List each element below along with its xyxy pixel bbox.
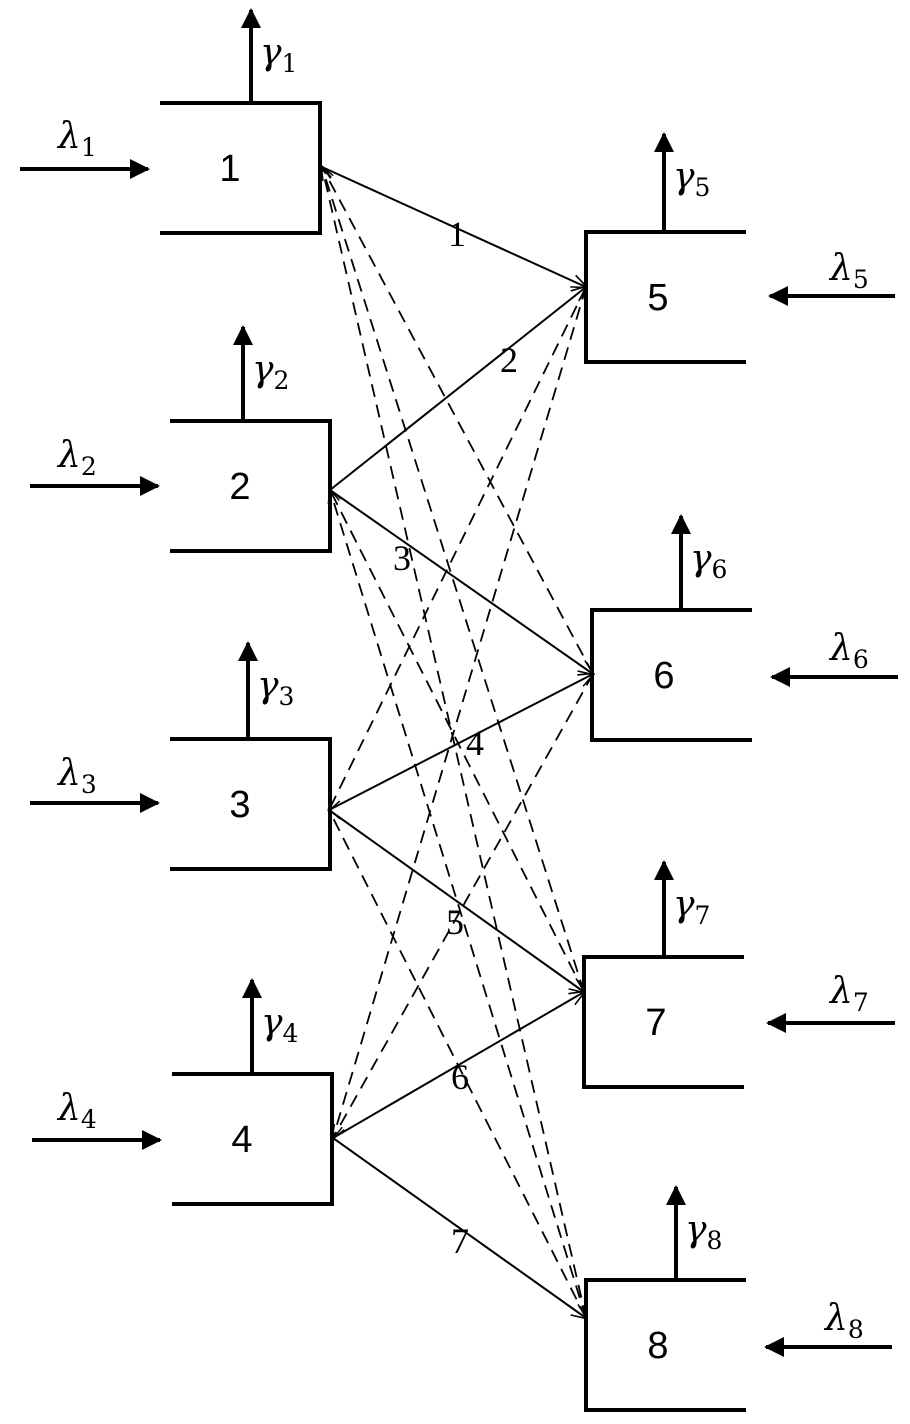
departure-rate-label: γ3 (257, 665, 294, 711)
gamma-symbol: γ (685, 1209, 707, 1250)
arrival-rate-label: λ7 (828, 971, 869, 1017)
lambda-index: 7 (853, 988, 869, 1017)
link-1-5 (321, 166, 586, 287)
gamma-symbol: γ (257, 665, 279, 706)
dashed-link-8-3 (329, 810, 587, 1319)
link-3-6 (328, 674, 593, 811)
node-label: 6 (653, 655, 674, 697)
lambda-index: 2 (81, 452, 97, 481)
gamma-index: 5 (695, 173, 711, 202)
gamma-symbol: γ (260, 32, 282, 73)
link-label: 5 (446, 902, 464, 942)
node-label: 2 (229, 466, 250, 508)
solid-links: 1 2 3 4 5 6 7 (321, 166, 593, 1318)
lambda-symbol: λ (56, 1088, 81, 1129)
arrival-rate-label: λ6 (828, 628, 869, 674)
node-box (160, 101, 322, 235)
node-box (584, 1278, 746, 1412)
arrival-rate-label: λ2 (56, 435, 97, 481)
gamma-symbol: γ (252, 349, 274, 390)
departure-rate-label: γ7 (673, 884, 710, 930)
dashed-links (322, 167, 594, 1319)
link-2-6 (329, 489, 593, 674)
departure-rate-label: γ8 (685, 1209, 722, 1255)
link-label: 1 (448, 214, 466, 254)
lambda-symbol: λ (56, 116, 81, 157)
node-label: 3 (229, 784, 250, 826)
dashed-link-8-1 (322, 167, 587, 1319)
gamma-index: 6 (712, 555, 728, 584)
dashed-link-7-2 (330, 490, 585, 993)
node-label: 8 (647, 1325, 668, 1367)
departure-rate-label: γ1 (260, 32, 297, 78)
node-label: 1 (219, 148, 240, 190)
gamma-symbol: γ (673, 156, 695, 197)
arrival-rate-label: λ3 (56, 753, 97, 799)
departure-rate-label: γ5 (673, 156, 710, 202)
gamma-index: 1 (282, 49, 298, 78)
node-label: 7 (645, 1002, 666, 1044)
gamma-index: 4 (283, 1019, 299, 1048)
lambda-index: 4 (81, 1105, 97, 1134)
link-4-8 (332, 1137, 586, 1318)
gamma-index: 8 (707, 1226, 723, 1255)
lambda-index: 3 (81, 770, 97, 799)
arrival-rate-label: λ8 (823, 1298, 864, 1344)
node-label: 5 (647, 277, 668, 319)
lambda-index: 8 (848, 1315, 864, 1344)
lambda-symbol: λ (56, 753, 81, 794)
gamma-index: 3 (279, 682, 295, 711)
link-2-5 (329, 287, 586, 491)
dashed-link-5-4 (333, 286, 587, 1138)
arrival-rate-label: λ1 (56, 116, 97, 162)
lambda-index: 1 (81, 133, 97, 162)
lambda-symbol: λ (56, 435, 81, 476)
link-label: 2 (500, 340, 518, 380)
link-label: 4 (466, 723, 484, 763)
departure-rate-label: γ2 (252, 349, 289, 395)
dashed-link-6-4 (333, 673, 594, 1138)
gamma-index: 2 (274, 366, 290, 395)
link-label: 6 (451, 1057, 469, 1097)
lambda-symbol: λ (828, 248, 853, 289)
departure-rate-label: γ6 (690, 538, 727, 584)
gamma-index: 7 (695, 901, 711, 930)
departure-rate-label: γ4 (261, 1002, 298, 1048)
lambda-index: 6 (853, 645, 869, 674)
link-3-7 (328, 809, 584, 992)
dashed-link-5-3 (329, 286, 587, 810)
lambda-index: 5 (853, 265, 869, 294)
node-label: 4 (231, 1119, 252, 1161)
lambda-symbol: λ (823, 1298, 848, 1339)
link-4-7 (332, 992, 584, 1139)
link-label: 3 (393, 538, 411, 578)
lambda-symbol: λ (828, 628, 853, 669)
gamma-symbol: γ (673, 884, 695, 925)
dashed-link-6-1 (322, 167, 594, 675)
node-box (170, 419, 332, 553)
gamma-symbol: γ (690, 538, 712, 579)
arrival-rate-label: λ4 (56, 1088, 97, 1134)
gamma-symbol: γ (261, 1002, 283, 1043)
link-label: 7 (451, 1221, 469, 1261)
arrival-rate-label: λ5 (828, 248, 869, 294)
node-box (590, 608, 752, 742)
dashed-link-8-2 (330, 490, 587, 1319)
dashed-link-7-1 (322, 167, 585, 993)
lambda-symbol: λ (828, 971, 853, 1012)
